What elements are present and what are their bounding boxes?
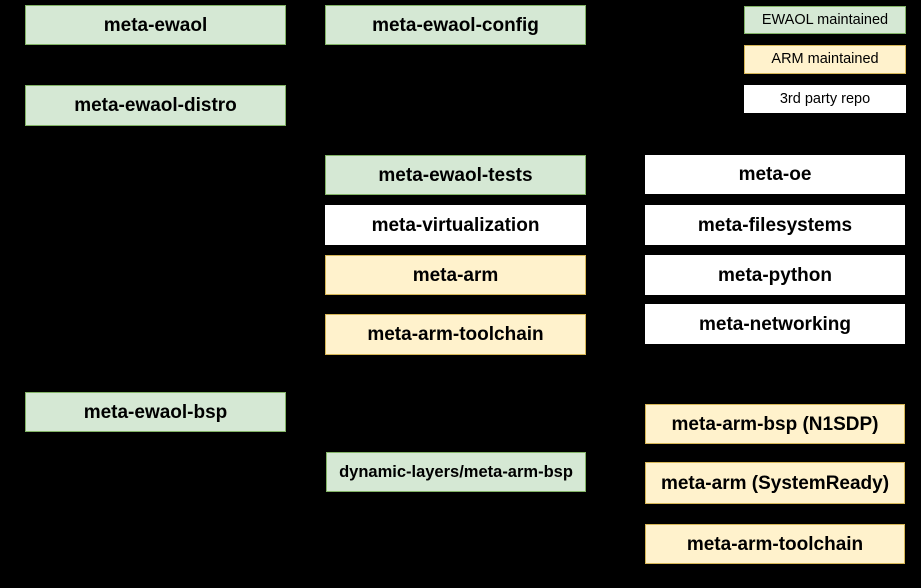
layer-box-meta-arm: meta-arm [325, 255, 586, 295]
legend-item-third-party-repo: 3rd party repo [744, 85, 906, 113]
layer-box-meta-arm-toolchain: meta-arm-toolchain [325, 314, 586, 355]
layer-box-meta-filesystems: meta-filesystems [645, 205, 905, 245]
layer-box-meta-ewaol-bsp: meta-ewaol-bsp [25, 392, 286, 432]
layer-box-meta-ewaol-config: meta-ewaol-config [325, 5, 586, 45]
layer-box-meta-networking: meta-networking [645, 304, 905, 344]
layer-box-meta-ewaol-distro: meta-ewaol-distro [25, 85, 286, 126]
layer-box-meta-ewaol: meta-ewaol [25, 5, 286, 45]
layer-box-meta-python: meta-python [645, 255, 905, 295]
legend-item-arm-maintained: ARM maintained [744, 45, 906, 74]
layer-box-meta-virtualization: meta-virtualization [325, 205, 586, 245]
layer-box-meta-ewaol-tests: meta-ewaol-tests [325, 155, 586, 195]
layer-box-meta-oe: meta-oe [645, 155, 905, 194]
layer-box-dynamic-layers-meta-arm-bsp: dynamic-layers/meta-arm-bsp [326, 452, 586, 492]
legend-item-ewaol-maintained: EWAOL maintained [744, 6, 906, 34]
layer-box-meta-arm-toolchain-bsp: meta-arm-toolchain [645, 524, 905, 564]
layer-box-meta-arm-bsp-n1sdp: meta-arm-bsp (N1SDP) [645, 404, 905, 444]
layer-box-meta-arm-systemready: meta-arm (SystemReady) [645, 462, 905, 504]
